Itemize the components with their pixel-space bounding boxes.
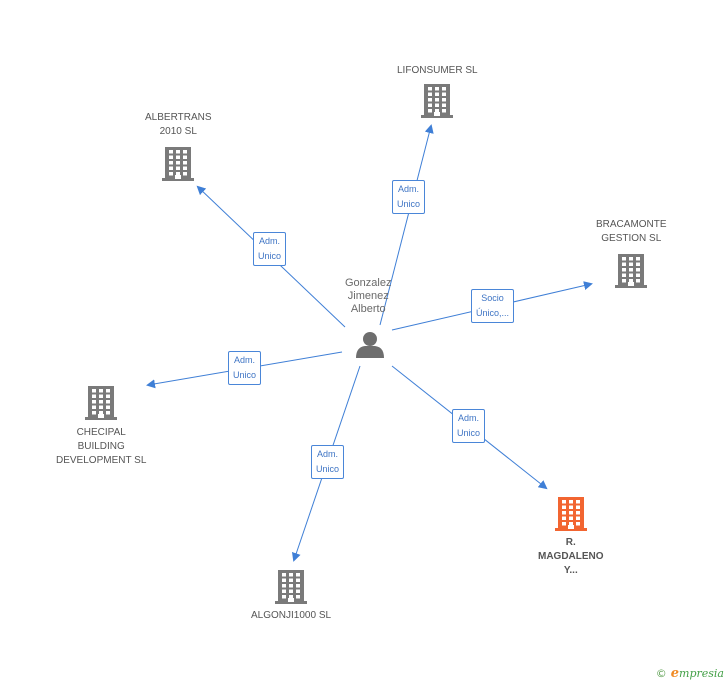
- edge-label-line: Adm.: [458, 413, 480, 423]
- company-label-bracamonte-line: BRACAMONTE: [596, 219, 667, 230]
- edge-label-algonji: Adm. Unico: [311, 445, 345, 479]
- edge-lifonsumer: [379, 124, 434, 326]
- company-label-algonji[interactable]: ALGONJI1000 SL: [251, 609, 331, 623]
- edge-label-line: Adm.: [234, 355, 256, 365]
- company-label-checipal-line: CHECIPAL: [76, 427, 126, 438]
- building-icon: [162, 147, 194, 181]
- company-label-checipal[interactable]: CHECIPAL BUILDING DEVELOPMENT SL: [56, 426, 146, 468]
- person-icon: [356, 332, 384, 358]
- company-label-checipal-line: DEVELOPMENT SL: [56, 455, 147, 466]
- company-label-checipal-line: BUILDING: [77, 441, 125, 452]
- edge-label-line: Adm.: [398, 184, 420, 194]
- company-label-bracamonte[interactable]: BRACAMONTE GESTION SL: [596, 218, 667, 246]
- edge-label-line: Unico: [233, 370, 257, 380]
- edge-label-line: Adm.: [317, 449, 339, 459]
- company-label-bracamonte-line: GESTION SL: [601, 233, 662, 244]
- edge-label-line: Unico: [316, 464, 340, 474]
- edge-label-line: Unico: [258, 251, 282, 261]
- company-label-magdaleno-line: Y...: [563, 565, 578, 576]
- edge-label-line: Socio: [481, 293, 504, 303]
- person-label-line: Alberto: [350, 303, 386, 315]
- edge-label-lifonsumer: Adm. Unico: [392, 180, 426, 214]
- brand-footer: ©empresia: [656, 666, 724, 681]
- company-label-algonji-line: ALGONJI1000 SL: [251, 610, 332, 621]
- edge-label-line: Unico: [457, 428, 481, 438]
- company-label-magdaleno-line: R.: [565, 537, 576, 548]
- company-label-albertrans-line: 2010 SL: [159, 126, 197, 137]
- copyright-icon: ©: [655, 667, 667, 680]
- building-icon: [85, 386, 117, 420]
- company-label-lifonsumer[interactable]: LIFONSUMER SL: [397, 64, 478, 78]
- company-label-magdaleno[interactable]: R. MAGDALENO Y...: [538, 536, 604, 578]
- edge-label-line: Adm.: [259, 236, 281, 246]
- company-label-albertrans-line: ALBERTRANS: [145, 112, 212, 123]
- building-icon: [275, 570, 307, 604]
- edge-label-magdaleno: Adm. Unico: [452, 409, 486, 443]
- building-icon: [555, 497, 587, 531]
- company-label-lifonsumer-line: LIFONSUMER SL: [397, 65, 478, 76]
- company-label-albertrans[interactable]: ALBERTRANS 2010 SL: [145, 111, 212, 139]
- person-label-line: Gonzalez: [345, 277, 392, 289]
- person-label-line: Jimenez: [347, 290, 389, 302]
- edge-label-checipal: Adm. Unico: [228, 351, 262, 385]
- edge-label-albertrans: Adm. Unico: [253, 232, 287, 266]
- brand-initial: e: [670, 666, 680, 681]
- building-icon: [615, 254, 647, 288]
- company-label-magdaleno-line: MAGDALENO: [538, 551, 604, 562]
- edge-label-line: Único,...: [476, 308, 510, 318]
- brand-name: mpresia: [679, 667, 724, 680]
- building-icon: [421, 84, 453, 118]
- edge-label-line: Unico: [397, 199, 421, 209]
